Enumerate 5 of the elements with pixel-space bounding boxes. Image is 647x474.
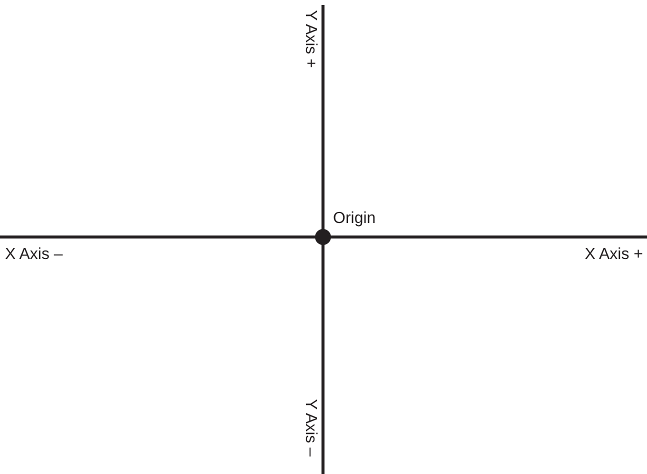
axis-label: Y Axis + xyxy=(302,10,318,68)
axis-label: Y Axis – xyxy=(302,399,318,457)
axis-label: X Axis + xyxy=(584,247,643,263)
axis-label: X Axis – xyxy=(5,247,63,263)
point-label: Origin xyxy=(333,211,376,227)
